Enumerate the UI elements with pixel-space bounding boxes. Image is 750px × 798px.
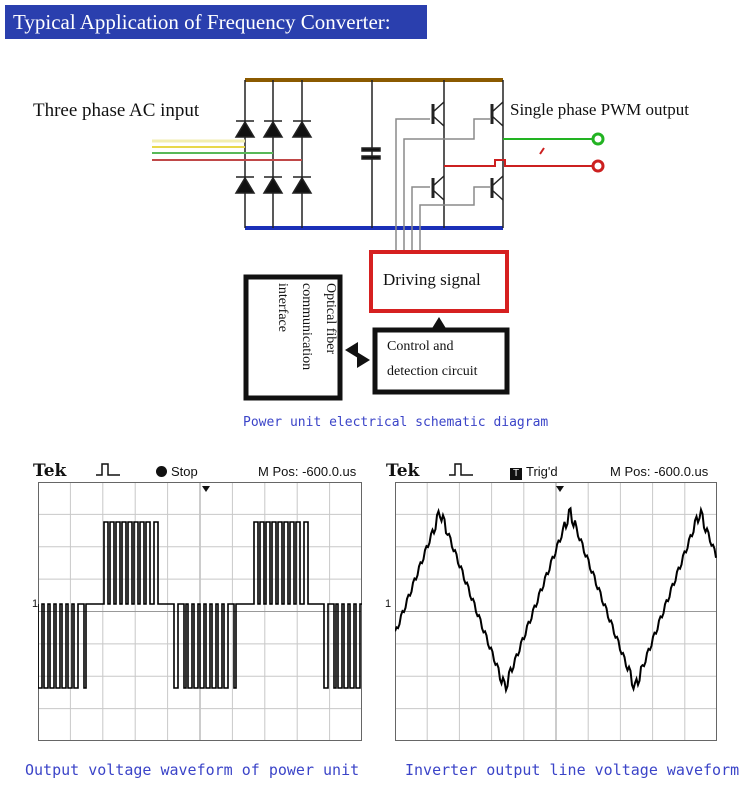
optical-link-arrows	[345, 342, 370, 368]
optical-label-line1: Optical fiber	[323, 283, 338, 355]
left-scope-pulse-icon	[96, 463, 120, 476]
ac-input-wires	[152, 139, 302, 161]
control-label-line1: Control and	[387, 339, 454, 354]
left-scope-channel-marker: 1	[32, 598, 39, 610]
line-voltage-trace	[395, 505, 717, 695]
ac-input-label: Three phase AC input	[33, 100, 200, 121]
output-lines	[444, 132, 605, 173]
right-scope-mpos: M Pos: -600.0.us	[610, 464, 709, 479]
left-scope-status: Stop	[171, 464, 198, 479]
output-voltage-trace	[38, 521, 362, 689]
output-voltage-waveform	[38, 521, 362, 689]
driving-signal-label: Driving signal	[383, 270, 481, 289]
right-scope-channel-marker: 1	[385, 598, 392, 610]
right-scope-status-group: T Trig'd	[510, 464, 558, 480]
optical-label-line2: communication	[299, 283, 314, 371]
igbt-bridge	[431, 80, 504, 228]
left-scope-mpos: M Pos: -600.0.us	[258, 464, 357, 479]
left-scope-screen	[38, 482, 362, 741]
right-scope-brand: Tek	[386, 461, 420, 481]
left-scope-caption: Output voltage waveform of power unit	[25, 761, 360, 779]
schematic-caption: Power unit electrical schematic diagram	[243, 415, 549, 430]
right-scope-status: Trig'd	[526, 464, 558, 479]
left-scope-brand: Tek	[33, 461, 67, 481]
right-scope-pulse-icon	[449, 463, 473, 476]
right-scope-header: Tek	[386, 461, 419, 481]
stop-dot-icon	[156, 466, 167, 477]
left-trigger-arrow	[202, 486, 210, 492]
right-scope-screen	[395, 482, 717, 741]
left-scope-status-group: Stop	[156, 464, 198, 479]
driving-signal-box	[369, 250, 509, 313]
right-trigger-arrow	[556, 486, 564, 492]
right-scope-caption: Inverter output line voltage waveform	[405, 761, 740, 779]
gate-drive-lines	[395, 118, 490, 252]
signal-arrow	[431, 317, 447, 330]
control-detection-box	[372, 327, 510, 395]
optical-fiber-label: Optical fiber communication interface	[252, 283, 338, 393]
line-voltage-waveform	[395, 505, 717, 695]
page-title-banner: Typical Application of Frequency Convert…	[5, 5, 427, 39]
rectifier-bridge	[234, 80, 313, 228]
dc-capacitor	[361, 80, 381, 228]
optical-fiber-box	[243, 274, 343, 401]
pwm-output-label: Single phase PWM output	[510, 100, 689, 119]
left-scope-header: Tek	[33, 461, 66, 481]
control-label-line2: detection circuit	[387, 364, 478, 379]
optical-label-line3: interface	[275, 283, 290, 332]
trig-icon: T	[510, 468, 522, 480]
